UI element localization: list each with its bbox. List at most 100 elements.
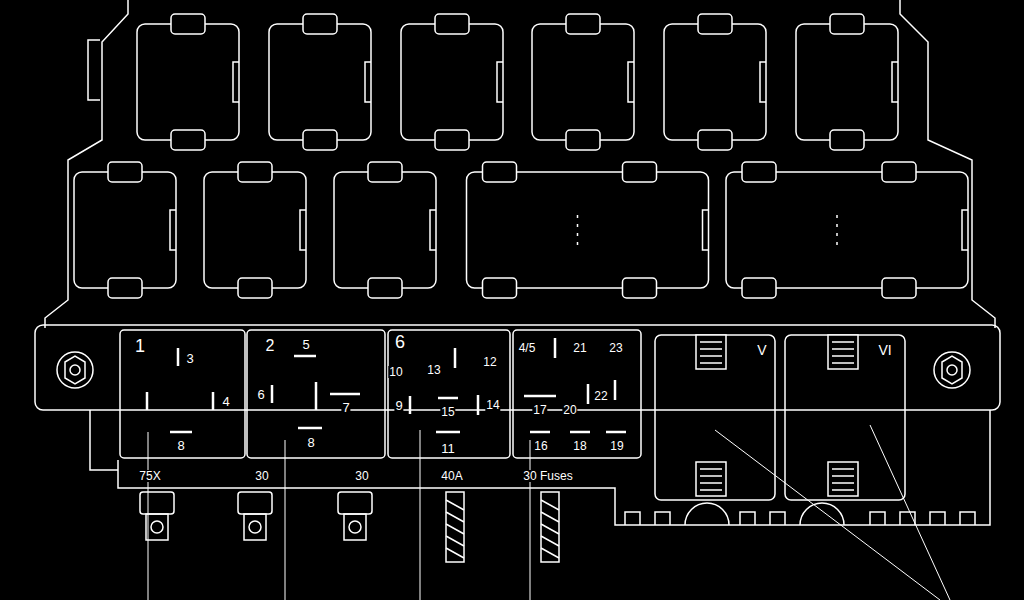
- terminal-slot: [606, 431, 626, 434]
- stud-terminal: [140, 492, 559, 562]
- terminal-label: 30: [354, 470, 369, 482]
- terminal-slot: [271, 385, 274, 403]
- stud-terminal: [140, 492, 174, 514]
- relay-socket: [334, 162, 436, 298]
- terminal-slot: [170, 431, 192, 434]
- terminal-slot: [146, 392, 149, 410]
- terminal-label: 75X: [138, 470, 161, 482]
- terminal-slot: [436, 431, 460, 434]
- stud-terminal: [146, 514, 168, 540]
- terminal-number: 6: [394, 333, 406, 351]
- terminal-number: 16: [533, 440, 548, 452]
- terminal-label: 30: [254, 470, 269, 482]
- relay-socket-large: [700, 469, 722, 490]
- terminal-number: 14: [485, 399, 500, 411]
- relay-socket: [467, 162, 709, 298]
- leader-line: [870, 425, 950, 600]
- terminal-slot: [477, 395, 480, 415]
- relay-socket-large: [696, 335, 726, 369]
- mounting-nut: [934, 352, 970, 388]
- terminal-number: 17: [532, 404, 547, 416]
- terminal-number: 10: [388, 366, 403, 378]
- mounting-nut: [57, 352, 93, 388]
- relay-socket: [204, 162, 306, 298]
- terminal-slot: [587, 384, 590, 404]
- mounting-nut: [947, 365, 957, 375]
- relay-socket-large: [696, 462, 726, 496]
- leader-line: [148, 425, 950, 600]
- leader-line: [285, 440, 286, 600]
- terminal-slot: [177, 348, 180, 366]
- terminal-slot: [614, 380, 617, 400]
- terminal-number: 19: [609, 440, 624, 452]
- terminal-number: 5: [301, 338, 310, 351]
- terminal-slot: [454, 348, 457, 368]
- relay-socket: [74, 14, 968, 298]
- stud-terminal: [446, 492, 464, 562]
- relay-socket-large: [828, 335, 858, 369]
- panel-outline: [513, 330, 641, 458]
- relay-socket: [664, 14, 766, 150]
- stud-terminal: [446, 500, 464, 558]
- stud-terminal: [541, 492, 559, 562]
- terminal-number: 7: [341, 401, 350, 414]
- relay-socket: [137, 14, 239, 150]
- terminal-number: 6: [256, 388, 265, 401]
- relay-socket-large: [785, 335, 905, 500]
- terminal-number: 8: [306, 436, 315, 449]
- leader-line: [715, 430, 940, 600]
- terminal-slot: [330, 393, 360, 396]
- panel-outline: [388, 330, 510, 458]
- mounting-nut: [65, 356, 85, 384]
- terminal-slot: [570, 431, 590, 434]
- terminal-label: 30 Fuses: [522, 470, 573, 482]
- relay-socket-large: [655, 335, 905, 500]
- terminal-number: 18: [572, 440, 587, 452]
- terminal-number: 23: [608, 342, 623, 354]
- panel-outline: [120, 330, 641, 458]
- leader-line: [530, 440, 531, 600]
- relay-position: VI: [877, 343, 892, 357]
- relay-socket-large: [700, 342, 722, 363]
- stud-terminal: [344, 514, 366, 540]
- terminal-number: 4: [221, 395, 230, 408]
- relay-position: V: [756, 343, 767, 357]
- stud-terminal: [338, 492, 372, 514]
- housing-outline: [90, 410, 118, 470]
- stud-terminal: [249, 521, 261, 533]
- relay-socket-large: [832, 469, 854, 490]
- housing-outline: [35, 0, 1000, 525]
- terminal-number: 20: [562, 404, 577, 416]
- connector-comb: [685, 503, 844, 525]
- mounting-nut: [70, 365, 80, 375]
- terminal-number: 21: [572, 342, 587, 354]
- terminal-slot: [554, 338, 557, 358]
- terminal-slot: [409, 396, 412, 414]
- terminal-number: 13: [426, 364, 441, 376]
- connector-comb: [625, 503, 975, 525]
- stud-terminal: [541, 500, 559, 558]
- terminal-number: 15: [440, 406, 455, 418]
- terminal-number: 9: [394, 399, 403, 412]
- terminal-slot: [530, 431, 550, 434]
- relay-socket: [74, 162, 176, 298]
- terminal-number: 22: [593, 390, 608, 402]
- relay-socket: [796, 14, 898, 150]
- terminal-slot: [315, 382, 318, 410]
- terminal-number: 1: [134, 337, 146, 355]
- terminal-number: 12: [482, 356, 497, 368]
- relay-socket: [726, 162, 968, 298]
- terminal-slot: [212, 392, 215, 410]
- leader-line: [148, 432, 149, 600]
- terminal-slot: [438, 397, 458, 400]
- relay-socket: [269, 14, 371, 150]
- relay-socket-large: [655, 335, 775, 500]
- leader-line: [420, 430, 421, 600]
- housing-outline: [88, 40, 100, 100]
- panel-outline: [247, 330, 385, 458]
- terminal-number: 2: [265, 338, 276, 354]
- terminal-slot: [524, 395, 556, 398]
- terminal-slot: [147, 338, 626, 432]
